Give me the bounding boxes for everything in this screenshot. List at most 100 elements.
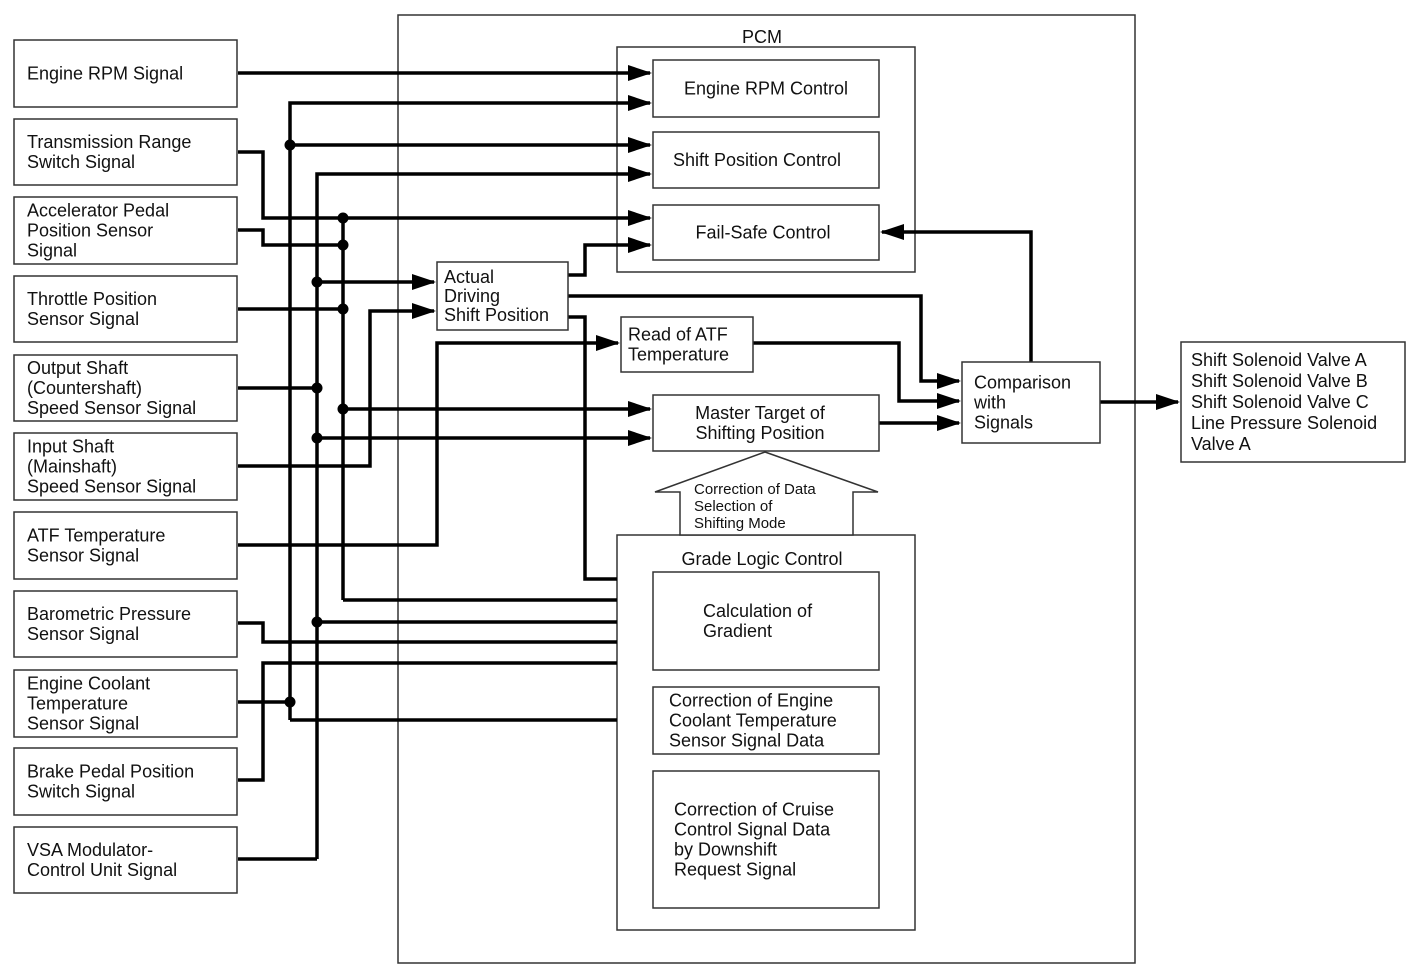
comparison-with-signals-box-text-line: Comparison: [974, 373, 1071, 393]
read-atf-temperature-box-text-line: Read of ATF: [628, 325, 728, 345]
signal-wire: [315, 166, 652, 859]
correction-of-data-label-text-line: Selection of: [694, 498, 773, 515]
input-box-accelerator-pedal-position-signal-text-line: Accelerator Pedal: [27, 201, 169, 221]
input-box-atf-temperature-signal-frame: [13, 511, 238, 580]
grade-logic-title: Grade Logic Control: [681, 549, 842, 569]
signal-wire: [238, 150, 343, 220]
input-box-throttle-position-signal-text-line: Throttle Position: [27, 289, 157, 309]
comparison-with-signals-box-frame: [961, 361, 1101, 444]
junction-dot: [337, 212, 349, 224]
input-box-engine-coolant-temperature-signal-text-line: Sensor Signal: [27, 714, 139, 734]
input-box-engine-rpm-signal-frame: [13, 39, 238, 108]
master-target-shifting-position-box-frame: [652, 394, 880, 452]
correction-engine-coolant-box-text-line: Correction of Engine: [669, 691, 833, 711]
input-box-barometric-pressure-signal-frame: [13, 590, 238, 658]
input-box-input-shaft-speed-signal-text-line: (Mainshaft): [27, 457, 117, 477]
fail-safe-control-box: Fail-Safe Control: [652, 204, 880, 261]
junction-dot: [337, 403, 349, 415]
output-solenoids-box-frame: [1180, 341, 1406, 463]
signal-wire: [568, 237, 652, 277]
signal-wire: [880, 224, 1033, 362]
correction-cruise-control-box-text-line: Request Signal: [674, 860, 796, 880]
input-box-output-shaft-speed-signal-frame: [13, 354, 238, 422]
signal-wire: [238, 303, 436, 468]
junction-dot: [284, 139, 296, 151]
correction-up-arrow: [654, 451, 879, 536]
fail-safe-control-box-text-line: Fail-Safe Control: [695, 223, 830, 243]
calculation-of-gradient-box-text-line: Calculation of: [703, 601, 813, 621]
output-solenoids-box-text-line: Shift Solenoid Valve A: [1191, 350, 1367, 370]
input-box-engine-coolant-temperature-signal-text-line: Engine Coolant: [27, 674, 150, 694]
engine-rpm-control-box-frame: [652, 59, 880, 118]
signal-wire: [753, 341, 961, 409]
correction-engine-coolant-box-text-line: Coolant Temperature: [669, 711, 837, 731]
input-box-vsa-modulator-signal-text-line: Control Unit Signal: [27, 860, 177, 880]
input-box-accelerator-pedal-position-signal-text-line: Signal: [27, 241, 77, 261]
calculation-of-gradient-box-text-line: Gradient: [703, 621, 772, 641]
input-box-vsa-modulator-signal-text-line: VSA Modulator-: [27, 840, 153, 860]
input-box-accelerator-pedal-position-signal-frame: [13, 196, 238, 265]
signal-wire: [288, 95, 652, 720]
correction-of-data-label-text-line: Correction of Data: [694, 481, 816, 498]
comparison-with-signals-box-text-line: Signals: [974, 413, 1033, 433]
output-solenoids-box-text-line: Valve A: [1191, 434, 1251, 454]
junction-dot: [337, 239, 349, 251]
actual-driving-shift-position-box-frame: [436, 261, 569, 331]
correction-engine-coolant-box-frame: [652, 686, 880, 755]
junction-dot: [311, 432, 323, 444]
correction-of-data-label-text-line: Shifting Mode: [694, 515, 786, 532]
correction-cruise-control-box-text-line: Control Signal Data: [674, 820, 831, 840]
shift-position-control-box: Shift Position Control: [652, 131, 880, 189]
input-box-vsa-modulator-signal-frame: [13, 826, 238, 894]
input-box-output-shaft-speed-signal-text-line: Speed Sensor Signal: [27, 398, 196, 418]
input-box-engine-rpm-signal-text-line: Engine RPM Signal: [27, 64, 183, 84]
input-box-input-shaft-speed-signal-text-line: Input Shaft: [27, 437, 114, 457]
master-target-shifting-position-box-text-line: Shifting Position: [695, 423, 824, 443]
input-box-barometric-pressure-signal-text-line: Sensor Signal: [27, 624, 139, 644]
signal-wire: [238, 661, 617, 782]
junction-dot: [337, 303, 349, 315]
actual-driving-shift-position-box-text-line: Actual: [444, 267, 494, 287]
signal-wire: [238, 621, 617, 644]
input-box-transmission-range-switch-signal-text-line: Switch Signal: [27, 152, 135, 172]
signal-wire: [568, 294, 961, 389]
input-box-atf-temperature-signal-text-line: ATF Temperature: [27, 526, 165, 546]
input-box-engine-rpm-signal: Engine RPM Signal: [13, 39, 238, 108]
actual-driving-shift-position-box-text-line: Shift Position: [444, 305, 549, 325]
engine-rpm-control-box: Engine RPM Control: [652, 59, 880, 118]
engine-rpm-control-box-text-line: Engine RPM Control: [684, 79, 848, 99]
input-box-accelerator-pedal-position-signal-text-line: Position Sensor: [27, 221, 153, 241]
input-box-output-shaft-speed-signal-text-line: (Countershaft): [27, 378, 142, 398]
shift-position-control-box-frame: [652, 131, 880, 189]
input-box-barometric-pressure-signal-text-line: Barometric Pressure: [27, 604, 191, 624]
input-box-input-shaft-speed-signal: Input Shaft(Mainshaft)Speed Sensor Signa…: [13, 432, 238, 501]
correction-cruise-control-box-frame: [652, 770, 880, 909]
calculation-of-gradient-box-frame: [652, 571, 880, 671]
input-box-brake-pedal-position-signal-text-line: Brake Pedal Position: [27, 762, 194, 782]
correction-cruise-control-box-text-line: Correction of Cruise: [674, 800, 834, 820]
output-solenoids-box-text-line: Shift Solenoid Valve B: [1191, 371, 1368, 391]
junction-dot: [311, 382, 323, 394]
correction-engine-coolant-box-text-line: Sensor Signal Data: [669, 731, 825, 751]
input-box-engine-coolant-temperature-signal-text-line: Temperature: [27, 694, 128, 714]
fail-safe-control-box-frame: [652, 204, 880, 261]
input-box-brake-pedal-position-signal-frame: [13, 747, 238, 816]
signal-wire: [568, 315, 617, 581]
input-box-throttle-position-signal-frame: [13, 275, 238, 343]
input-box-output-shaft-speed-signal: Output Shaft(Countershaft)Speed Sensor S…: [13, 354, 238, 422]
